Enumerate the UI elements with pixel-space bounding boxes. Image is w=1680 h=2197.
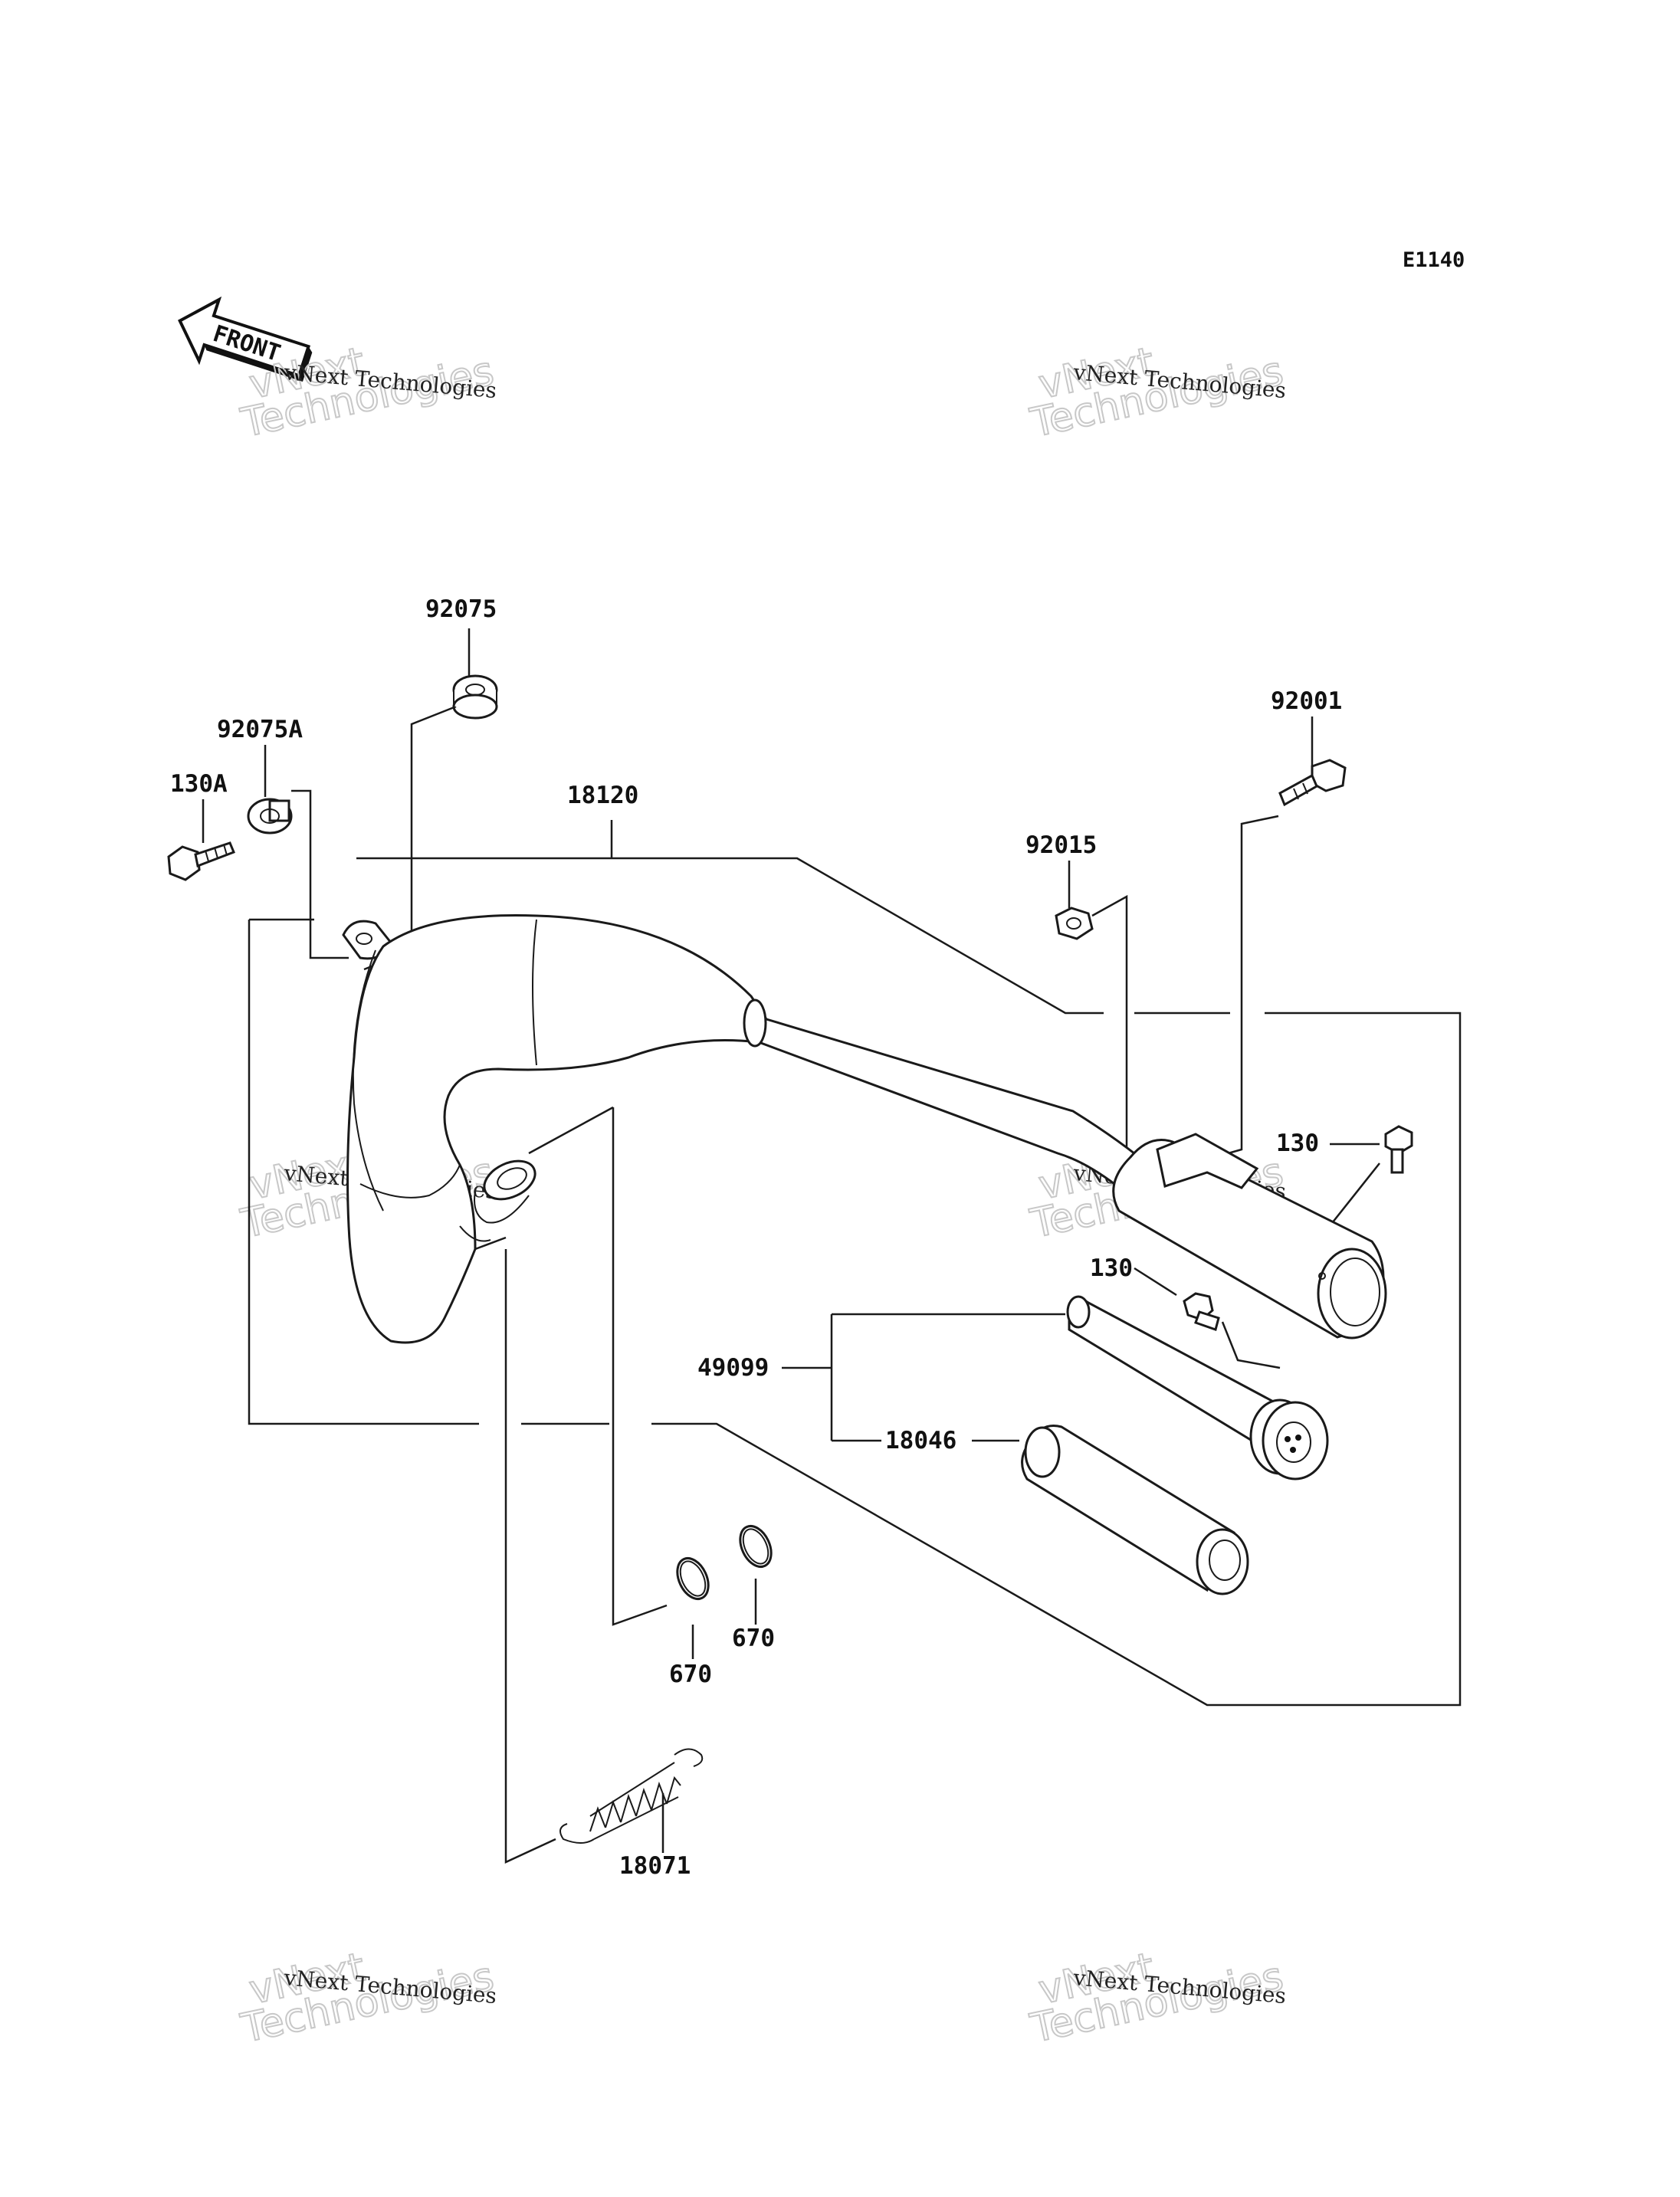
rubber-damper-92075: [452, 674, 498, 720]
o-ring-670-left: [676, 1557, 710, 1600]
collar-92075a: [247, 798, 293, 835]
end-cap-49099: [1066, 1295, 1329, 1481]
label-92015: 92015: [1025, 831, 1097, 859]
label-130a: 130A: [170, 770, 228, 798]
label-92075: 92075: [425, 595, 497, 623]
label-130-lower: 130: [1090, 1254, 1133, 1282]
bolt-92001: [1278, 759, 1347, 807]
nut-92015: [1055, 907, 1094, 940]
watermark-top-right: vNext Technologies vNext Technologies: [1025, 338, 1288, 447]
label-49099: 49099: [697, 1354, 769, 1382]
label-670-left: 670: [669, 1661, 712, 1688]
bolt-130a: [167, 841, 235, 881]
o-ring-670-right: [739, 1525, 773, 1568]
watermark-bottom-right: vNext Technologies vNext Technologies: [1025, 1943, 1288, 2052]
bolt-130-upper: [1384, 1125, 1413, 1174]
packing-18046: [1021, 1425, 1249, 1595]
label-18046: 18046: [885, 1427, 956, 1454]
watermark-bottom-left: vNext Technologies vNext Technologies: [236, 1943, 498, 2052]
label-130-upper: 130: [1276, 1130, 1319, 1157]
bolt-130-lower: [1183, 1292, 1220, 1331]
diagram-code: E1140: [1403, 248, 1465, 272]
spring-18071: [559, 1748, 704, 1844]
assembly-frame-lines: [248, 820, 1462, 1707]
label-92001: 92001: [1271, 687, 1342, 715]
label-18071: 18071: [619, 1852, 691, 1880]
exhaust-pipe-18120: [342, 914, 1167, 1344]
silencer-body: [1112, 1133, 1387, 1340]
label-92075a: 92075A: [217, 716, 303, 743]
label-670-right: 670: [732, 1625, 775, 1652]
label-18120: 18120: [567, 782, 638, 809]
